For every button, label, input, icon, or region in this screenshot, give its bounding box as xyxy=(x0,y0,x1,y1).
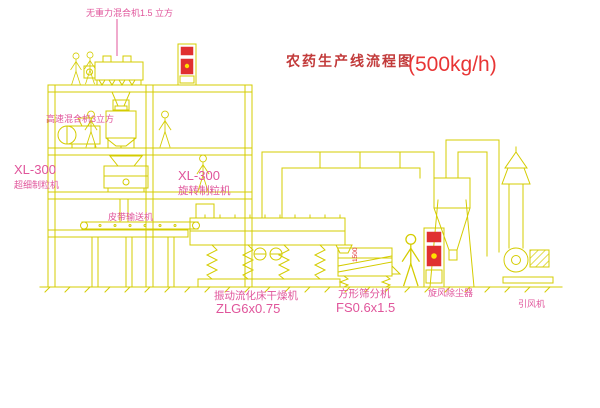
granulator xyxy=(103,155,149,223)
control-cabinet-roof xyxy=(177,43,197,86)
fluid-bed-dryer xyxy=(189,203,353,288)
capacity-label: (500kg/h) xyxy=(408,53,497,76)
label-top-mixer: 无重力混合机1.5 立方 xyxy=(86,7,173,18)
label-center-granulator-model: XL-300 xyxy=(178,168,220,183)
label-belt-conveyor: 皮带输送机 xyxy=(108,211,153,222)
feed-chute xyxy=(111,91,131,112)
label-left-granulator-name: 超细制粒机 xyxy=(14,179,59,190)
label-cyclone: 旋风除尘器 xyxy=(428,287,473,298)
ground-line xyxy=(39,286,563,293)
induced-draft-fan xyxy=(501,146,554,284)
label-fan: 引风机 xyxy=(518,298,545,309)
person-figure xyxy=(84,51,96,85)
page-title: 农药生产线流程图 xyxy=(285,53,414,69)
label-dryer-name: 振动流化床干燥机 xyxy=(214,289,298,302)
person-figure xyxy=(158,110,172,148)
label-sieve-model: FS0.6x1.5 xyxy=(336,300,395,315)
gravity-mixer xyxy=(83,55,144,86)
person-figure xyxy=(401,233,420,287)
label-left-granulator-model: XL-300 xyxy=(14,162,56,177)
indicator-dot-icon xyxy=(184,63,190,69)
dimension-label: 1500 xyxy=(352,247,359,262)
exhaust-duct xyxy=(261,151,435,219)
control-cabinet-ground xyxy=(423,227,445,288)
cyclone-separator xyxy=(429,139,500,288)
indicator-dot-icon xyxy=(431,253,437,259)
label-dryer-model: ZLG6x0.75 xyxy=(216,301,280,316)
label-sieve-name: 方形筛分机 xyxy=(338,287,391,300)
square-sieve xyxy=(337,247,402,288)
high-speed-mixer xyxy=(105,99,137,149)
belt-conveyor xyxy=(80,221,200,230)
person-figure xyxy=(70,52,82,86)
label-center-granulator-name: 旋转制粒机 xyxy=(178,184,231,197)
building-structure xyxy=(47,84,253,288)
label-high-speed-mixer: 高速混合机3立方 xyxy=(46,113,114,124)
